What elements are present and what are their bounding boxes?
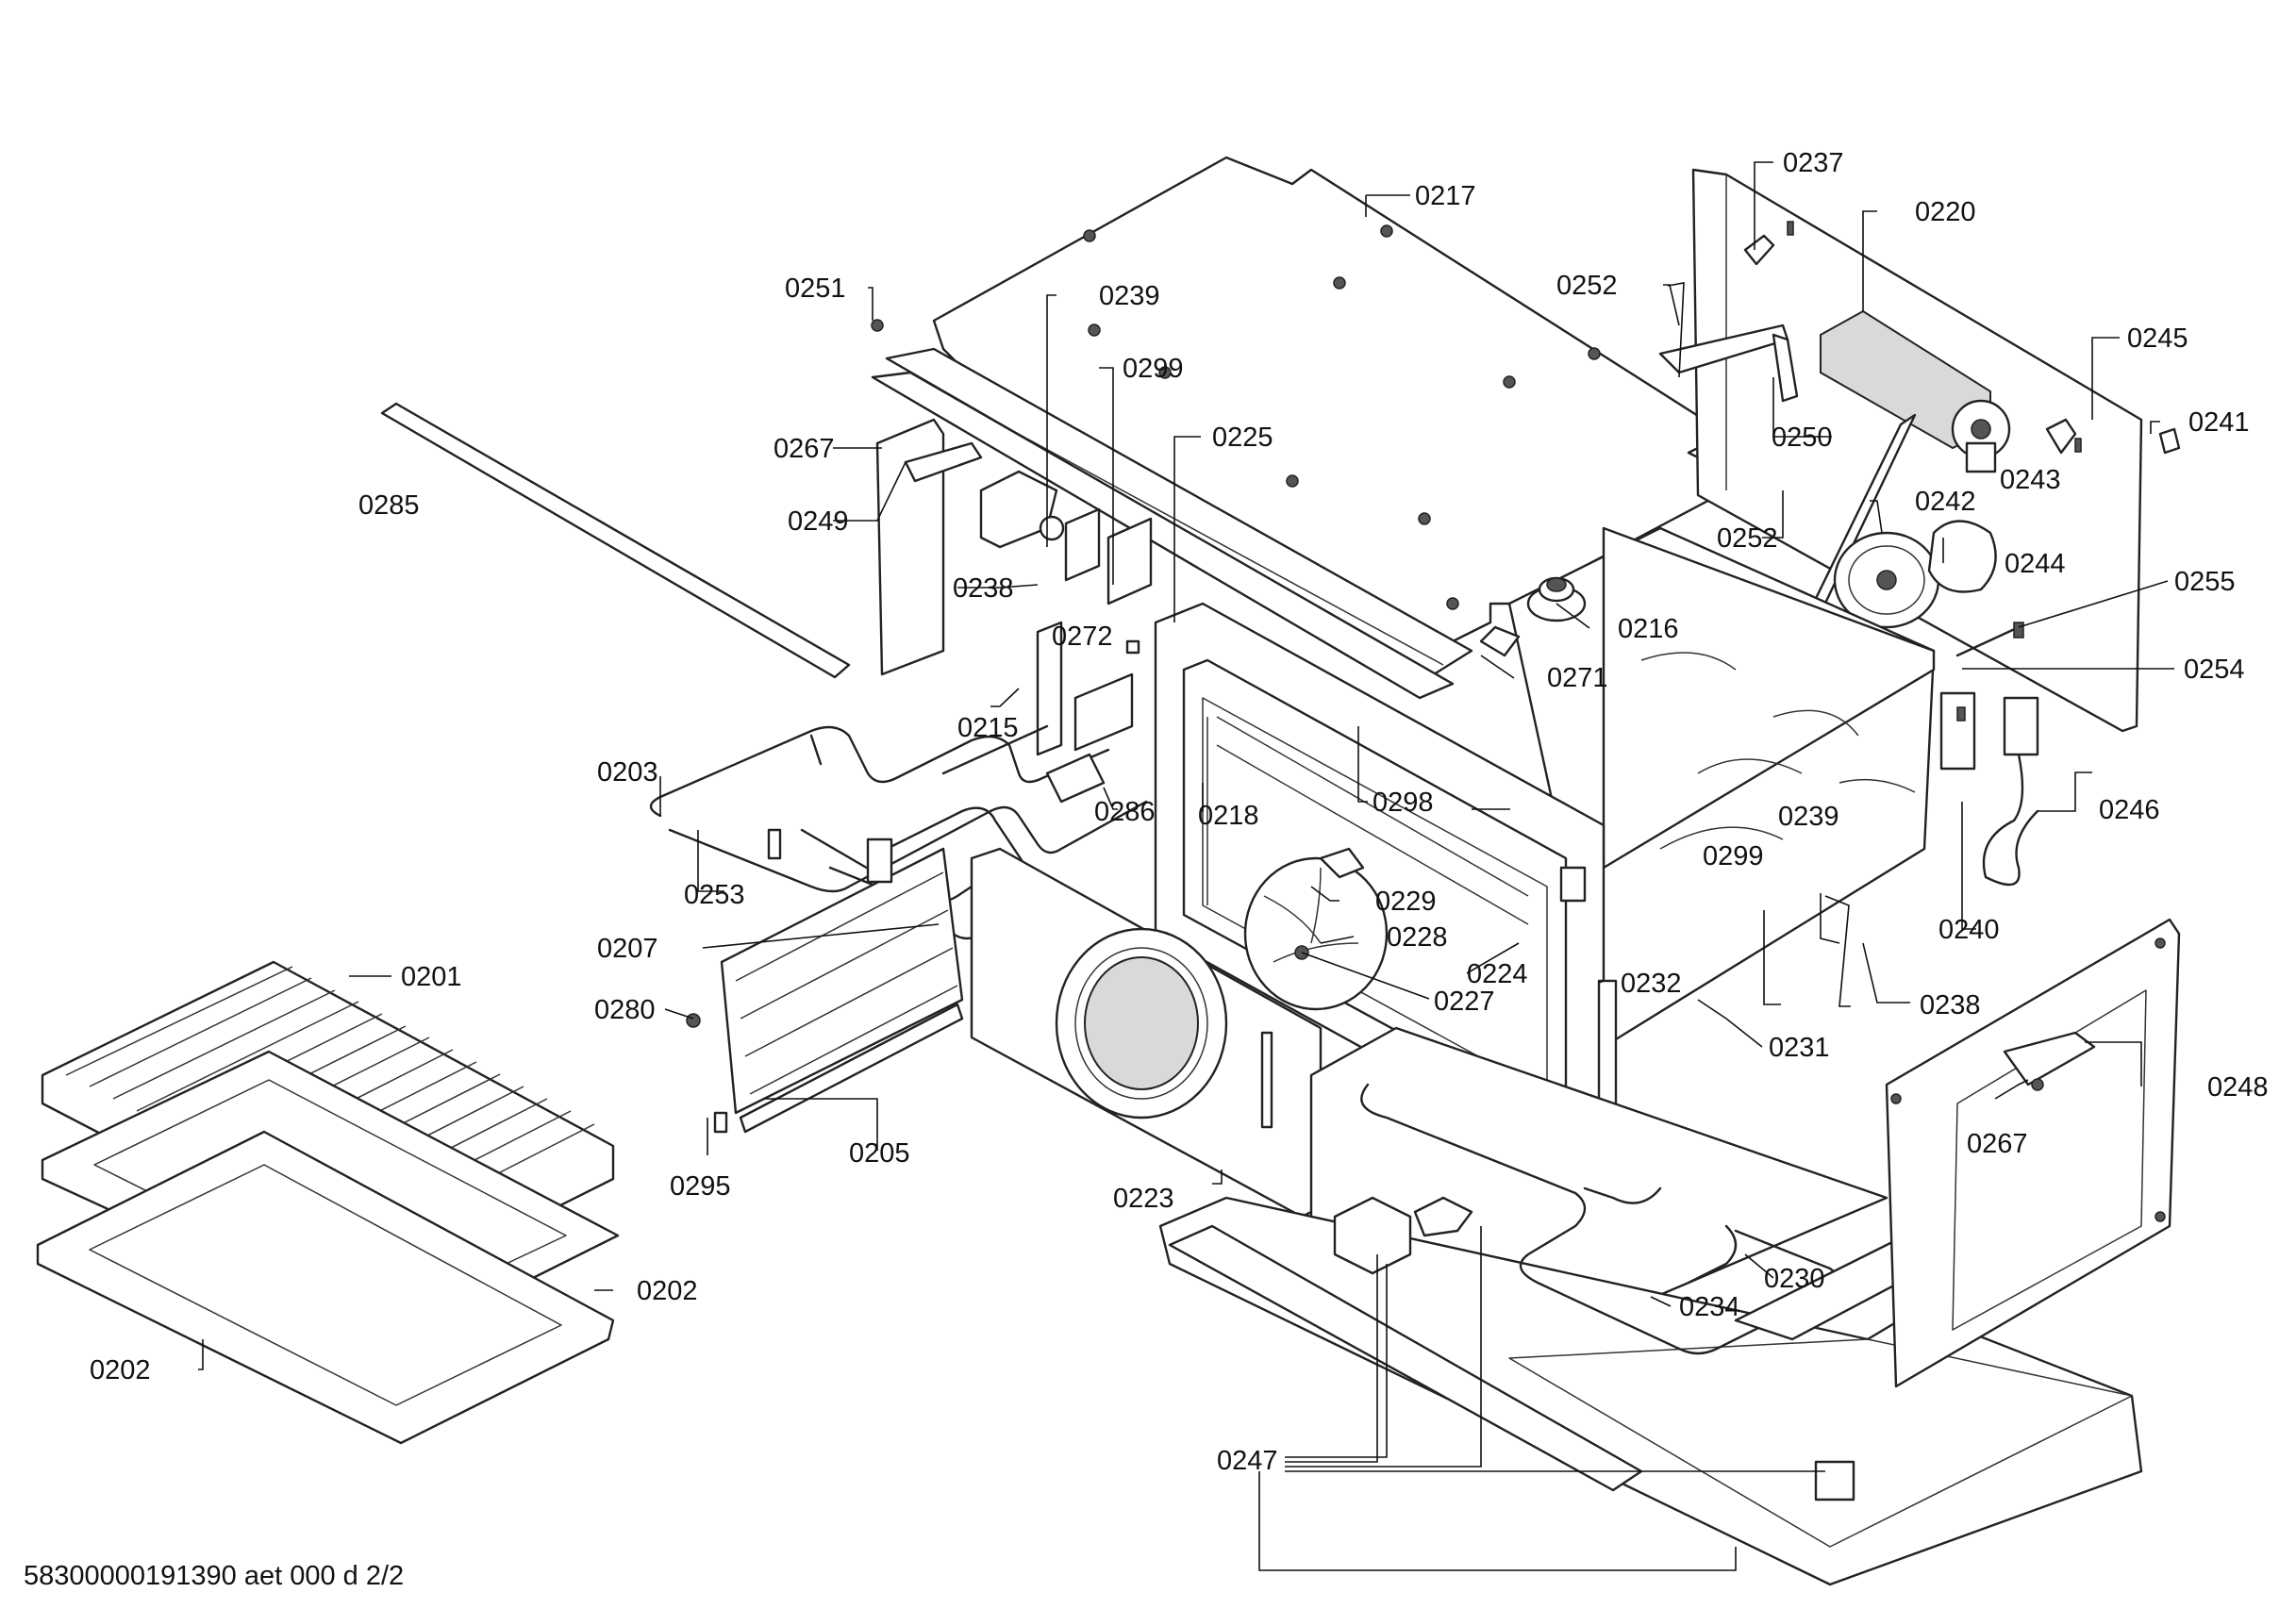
part-label: 0272 xyxy=(1052,622,1113,652)
part-label: 0229 xyxy=(1375,887,1437,917)
fan-cover-panel xyxy=(970,847,1323,1219)
part-label: 0249 xyxy=(788,506,849,537)
part-label: 0255 xyxy=(2174,567,2236,597)
part-label: 0295 xyxy=(670,1171,731,1202)
part-label: 0280 xyxy=(594,995,656,1025)
part-label: 0218 xyxy=(1198,801,1259,831)
part-label: 0228 xyxy=(1387,922,1448,953)
part-label: 0286 xyxy=(1094,797,1156,827)
left-side-panel xyxy=(875,418,1153,756)
part-label: 0298 xyxy=(1373,788,1434,818)
bottom-base-pan xyxy=(1158,1026,2143,1586)
part-label: 0201 xyxy=(401,962,462,992)
part-label: 0285 xyxy=(358,490,420,521)
power-cable-part xyxy=(1939,691,2039,887)
convection-fan-wheel xyxy=(1833,520,1997,629)
part-label: 0231 xyxy=(1769,1033,1830,1063)
part-label: 0202 xyxy=(637,1276,698,1306)
part-label: 0238 xyxy=(1920,990,1981,1020)
part-label: 0244 xyxy=(2005,549,2066,579)
part-label: 0215 xyxy=(957,713,1019,743)
part-labels: 0201 0202 0202 0203 0205 0207 0215 0216 … xyxy=(90,148,2269,1476)
part-label: 0251 xyxy=(785,274,846,304)
part-label: 0224 xyxy=(1467,959,1528,989)
part-label: 0253 xyxy=(684,880,745,910)
part-label: 0232 xyxy=(1621,969,1682,999)
part-label: 0299 xyxy=(1703,841,1764,871)
baking-tray-lower xyxy=(36,1130,615,1445)
part-label: 0223 xyxy=(1113,1184,1174,1214)
small-brackets xyxy=(1743,234,2181,455)
part-label: 0203 xyxy=(597,757,658,788)
part-label: 0247 xyxy=(1217,1446,1278,1476)
guide-rails xyxy=(1658,323,1917,620)
part-label: 0267 xyxy=(1967,1129,2028,1159)
part-label: 0237 xyxy=(1783,148,1844,178)
screw-icon xyxy=(871,319,884,332)
part-label: 0252 xyxy=(1556,271,1618,301)
door-gasket-strip xyxy=(380,402,851,679)
part-label: 0238 xyxy=(953,573,1014,604)
rear-panel xyxy=(1691,168,2143,733)
part-label: 0299 xyxy=(1123,354,1184,384)
convection-fan-blade xyxy=(1243,847,1389,1011)
part-label: 0227 xyxy=(1434,987,1495,1017)
part-label: 0239 xyxy=(1099,281,1160,311)
part-label: 0205 xyxy=(849,1138,910,1169)
screw-icon xyxy=(686,1013,701,1028)
part-label: 0234 xyxy=(1679,1292,1740,1322)
part-label: 0254 xyxy=(2184,655,2245,685)
part-label: 0220 xyxy=(1915,197,1976,227)
part-label: 0252 xyxy=(1717,523,1778,554)
leader-lines xyxy=(198,161,2174,1571)
part-label: 0202 xyxy=(90,1355,151,1385)
part-label: 0248 xyxy=(2207,1072,2269,1103)
part-label: 0207 xyxy=(597,934,658,964)
side-rack-ladder xyxy=(713,838,964,1134)
part-label: 0240 xyxy=(1938,915,2000,945)
part-label: 0217 xyxy=(1415,181,1476,211)
part-label: 0267 xyxy=(774,434,835,464)
right-side-door-panel xyxy=(1885,918,2181,1388)
part-label: 0230 xyxy=(1764,1264,1825,1294)
part-label: 0239 xyxy=(1778,802,1839,832)
part-label: 0242 xyxy=(1915,487,1976,517)
part-label: 0225 xyxy=(1212,423,1273,453)
part-label: 0250 xyxy=(1772,423,1833,453)
part-label: 0271 xyxy=(1547,663,1608,693)
document-footer-code: 58300000191390 aet 000 d 2/2 xyxy=(24,1561,404,1591)
sensor-pin xyxy=(1955,622,2024,657)
part-label: 0246 xyxy=(2099,795,2160,825)
part-label: 0216 xyxy=(1618,614,1679,644)
part-label: 0243 xyxy=(2000,465,2061,495)
part-label: 0241 xyxy=(2188,407,2250,438)
part-label: 0245 xyxy=(2127,323,2188,354)
